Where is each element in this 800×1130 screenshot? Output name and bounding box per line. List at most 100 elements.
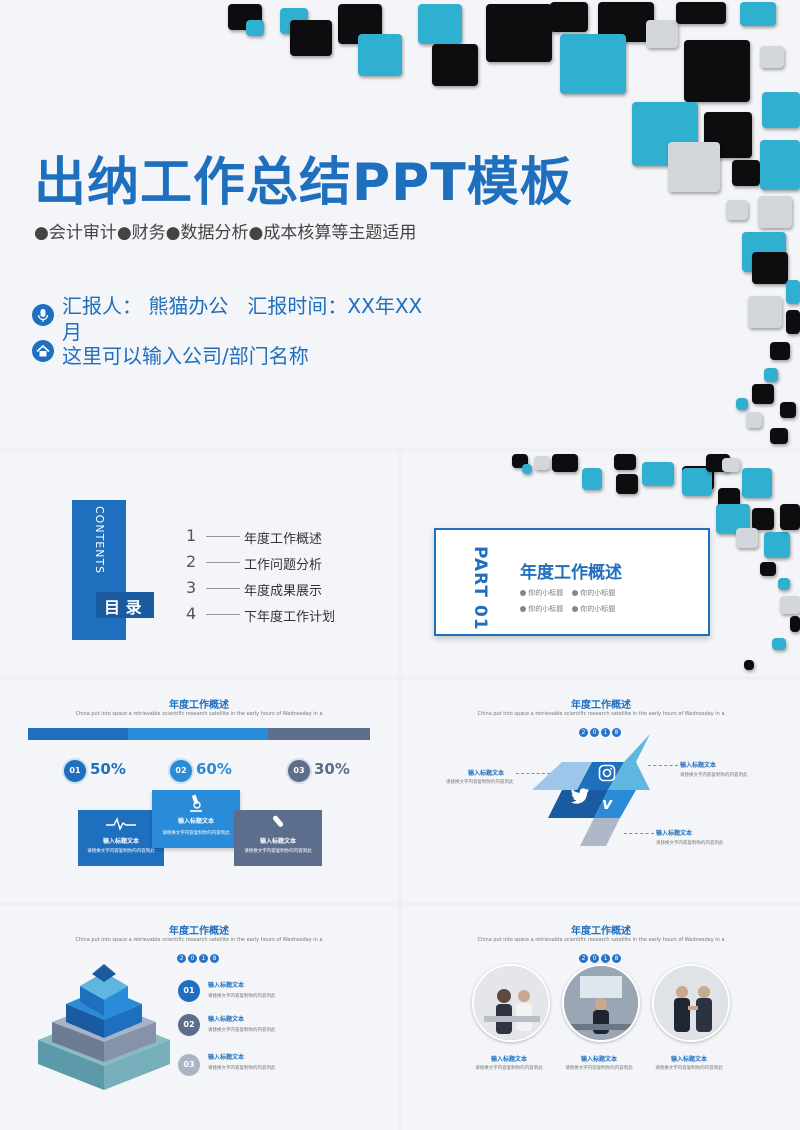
- deco-square: [760, 562, 776, 576]
- list-circle-2: 02: [178, 1014, 200, 1036]
- home-icon: [32, 340, 54, 362]
- list-item-1: 输入标题文本 请替换文字内容复制你的内容到此: [208, 982, 276, 999]
- info-box-2: 输入标题文本 请替换文字内容复制你的内容到此: [152, 790, 240, 848]
- deco-square: [760, 46, 784, 68]
- callout-line-3: [624, 833, 654, 834]
- deco-square: [682, 468, 712, 496]
- deco-square: [676, 2, 726, 24]
- info-box-title: 输入标题文本: [177, 818, 214, 825]
- photo-caption-body-2: 请替换文字内容复制你的内容到此: [565, 1066, 633, 1071]
- stats-slide: 年度工作概述 China put into space a retrievabl…: [0, 680, 398, 902]
- deco-square: [486, 4, 552, 62]
- deco-square: [358, 34, 402, 76]
- deco-square: [764, 368, 778, 382]
- cover-title: 出纳工作总结PPT模板: [34, 153, 573, 213]
- deco-square: [614, 454, 636, 470]
- callout-title: 输入标题文本: [680, 762, 717, 769]
- item-line: [206, 614, 240, 615]
- slide-title: 年度工作概述: [169, 700, 229, 711]
- microphone-icon: [32, 304, 54, 326]
- info-box-body: 请替换文字内容复制你的内容到此: [87, 849, 155, 854]
- deco-square: [432, 44, 478, 86]
- deco-square: [742, 468, 772, 498]
- deco-square: [772, 638, 786, 650]
- deco-square: [748, 296, 782, 328]
- deco-square: [722, 458, 740, 472]
- contents-title: [96, 592, 154, 618]
- stat-circle-1: 01: [62, 758, 88, 784]
- part-sub-4: 你的小标题: [572, 604, 615, 614]
- deco-square: [740, 2, 776, 26]
- slide-title: 年度工作概述: [571, 926, 631, 937]
- callout-body: 请替换文字内容复制你的内容到此: [656, 841, 724, 846]
- info-box-body: 请替换文字内容复制你的内容到此: [162, 831, 230, 836]
- deco-square: [764, 532, 790, 558]
- slide-subtitle: China put into space a retrievable scien…: [75, 711, 323, 717]
- contents-item-4[interactable]: 4 下年度工作计划: [186, 604, 386, 626]
- slide-subtitle: China put into space a retrievable scien…: [477, 711, 725, 717]
- info-box-1: 输入标题文本 请替换文字内容复制你的内容到此: [78, 810, 164, 866]
- microscope-icon: [188, 794, 204, 816]
- item-label: 年度工作概述: [244, 532, 323, 547]
- twitter-icon: [570, 788, 590, 808]
- cover-slide: 出纳工作总结PPT模板 ●会计审计●财务●数据分析●成本核算等主题适用 汇报人：…: [0, 0, 800, 448]
- callout-1: 输入标题文本 请替换文字内容复制你的内容到此: [446, 768, 538, 785]
- info-box-title: 输入标题文本: [102, 838, 139, 845]
- pyramid-slide: 年度工作概述 China put into space a retrievabl…: [0, 906, 398, 1130]
- contents-item-1[interactable]: 1 年度工作概述: [186, 526, 386, 548]
- item-label: 工作问题分析: [244, 558, 323, 573]
- timeline-bar-3: [268, 728, 370, 740]
- stat-circle-2: 02: [168, 758, 194, 784]
- callout-line-2: [648, 765, 678, 766]
- callout-line-1: [516, 773, 550, 774]
- deco-square: [726, 200, 748, 220]
- deco-square: [736, 528, 758, 548]
- social-slide: 年度工作概述 China put into space a retrievabl…: [402, 680, 800, 902]
- deco-square: [744, 660, 754, 670]
- item-number: 2: [186, 552, 197, 571]
- part-sub-2: 你的小标题: [572, 588, 615, 598]
- pyramid-graphic: [38, 964, 170, 1090]
- contents-item-3[interactable]: 3 年度成果展示: [186, 578, 386, 600]
- item-line: [206, 536, 240, 537]
- deco-square: [418, 4, 462, 44]
- deco-square: [786, 280, 800, 304]
- team-photo-3: [652, 964, 730, 1042]
- part-slide: PART 01 年度工作概述 你的小标题 你的小标题 你的小标题 你的小标题: [402, 452, 800, 676]
- list-item-2: 输入标题文本 请替换文字内容复制你的内容到此: [208, 1016, 276, 1033]
- callout-3: 输入标题文本 请替换文字内容复制你的内容到此: [656, 828, 736, 846]
- deco-square: [778, 578, 790, 590]
- slide-subtitle: China put into space a retrievable scien…: [75, 937, 323, 943]
- info-box-title: 输入标题文本: [259, 838, 296, 845]
- deco-square: [752, 252, 788, 284]
- part-card: [434, 528, 710, 636]
- timeline-bar-1: [28, 728, 128, 740]
- stat-value-1: 50%: [90, 760, 126, 778]
- item-number: 1: [186, 526, 197, 545]
- contents-title-text: 目 录: [104, 598, 142, 617]
- photo-caption-title-3: 输入标题文本: [670, 1056, 707, 1063]
- list-circle-1: 01: [178, 980, 200, 1002]
- team-photo-2: [562, 964, 640, 1042]
- hexagon-graphic: [532, 734, 650, 846]
- item-label: 年度成果展示: [244, 584, 323, 599]
- deco-square: [718, 488, 740, 508]
- deco-square: [642, 462, 674, 486]
- stat-value-3: 30%: [314, 760, 350, 778]
- deco-square: [732, 160, 760, 186]
- deco-square: [758, 196, 792, 228]
- deco-square: [762, 92, 800, 128]
- part-title: 年度工作概述: [520, 563, 622, 583]
- info-box-3: 输入标题文本 请替换文字内容复制你的内容到此: [234, 810, 322, 866]
- slide-subtitle: China put into space a retrievable scien…: [477, 937, 725, 943]
- contents-item-2[interactable]: 2 工作问题分析: [186, 552, 386, 574]
- photo-caption-title-1: 输入标题文本: [490, 1056, 527, 1063]
- part-sub-3: 你的小标题: [520, 604, 563, 614]
- deco-square: [684, 40, 750, 102]
- deco-square: [752, 384, 774, 404]
- deco-square: [616, 474, 638, 494]
- deco-square: [780, 402, 796, 418]
- deco-square: [582, 468, 602, 490]
- item-label: 下年度工作计划: [244, 610, 336, 625]
- part-label: PART 01: [470, 546, 490, 631]
